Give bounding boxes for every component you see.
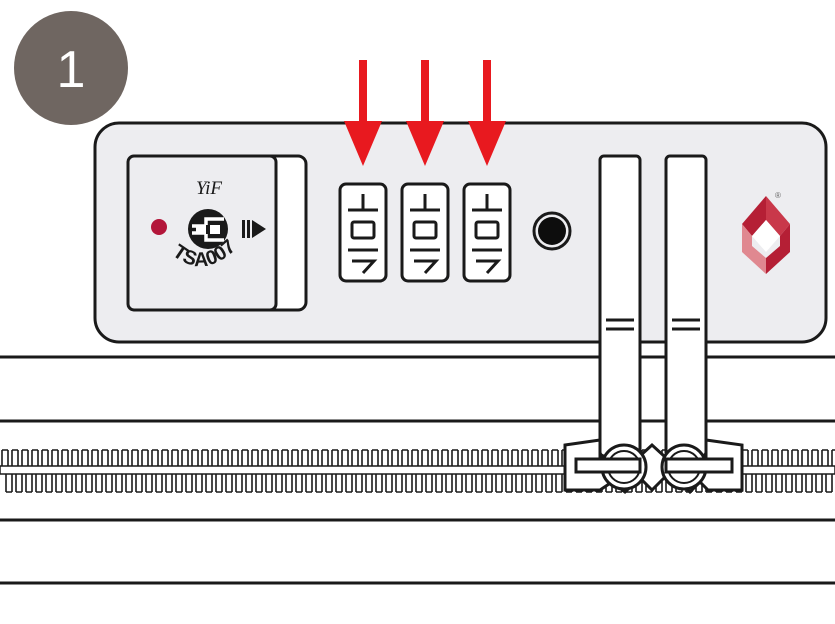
combination-dials[interactable] bbox=[338, 182, 512, 283]
zipper-pull-right[interactable] bbox=[664, 154, 708, 458]
brand-label: YiF bbox=[196, 178, 222, 199]
combination-dial[interactable] bbox=[338, 182, 388, 283]
combination-dial[interactable] bbox=[462, 182, 512, 283]
step-number: 1 bbox=[57, 41, 86, 99]
tsa-diamond-icon bbox=[188, 209, 228, 249]
zipper-slider[interactable] bbox=[563, 438, 744, 495]
zipper-pull-left[interactable] bbox=[598, 154, 642, 458]
reset-button-icon[interactable] bbox=[532, 211, 572, 251]
down-arrow-icon bbox=[468, 60, 506, 166]
step-badge: 1 bbox=[14, 11, 128, 125]
combination-dial[interactable] bbox=[400, 182, 450, 283]
direction-arrow-icon bbox=[242, 220, 266, 238]
down-arrow-icon bbox=[344, 60, 382, 166]
cube-logo-icon bbox=[742, 196, 790, 274]
down-arrow-icon bbox=[406, 60, 444, 166]
dial-arrows bbox=[344, 60, 506, 166]
registered-mark: ® bbox=[775, 191, 781, 200]
indicator-dot bbox=[151, 219, 167, 235]
tsa-key-module[interactable]: YiF TSA007 bbox=[126, 154, 308, 312]
